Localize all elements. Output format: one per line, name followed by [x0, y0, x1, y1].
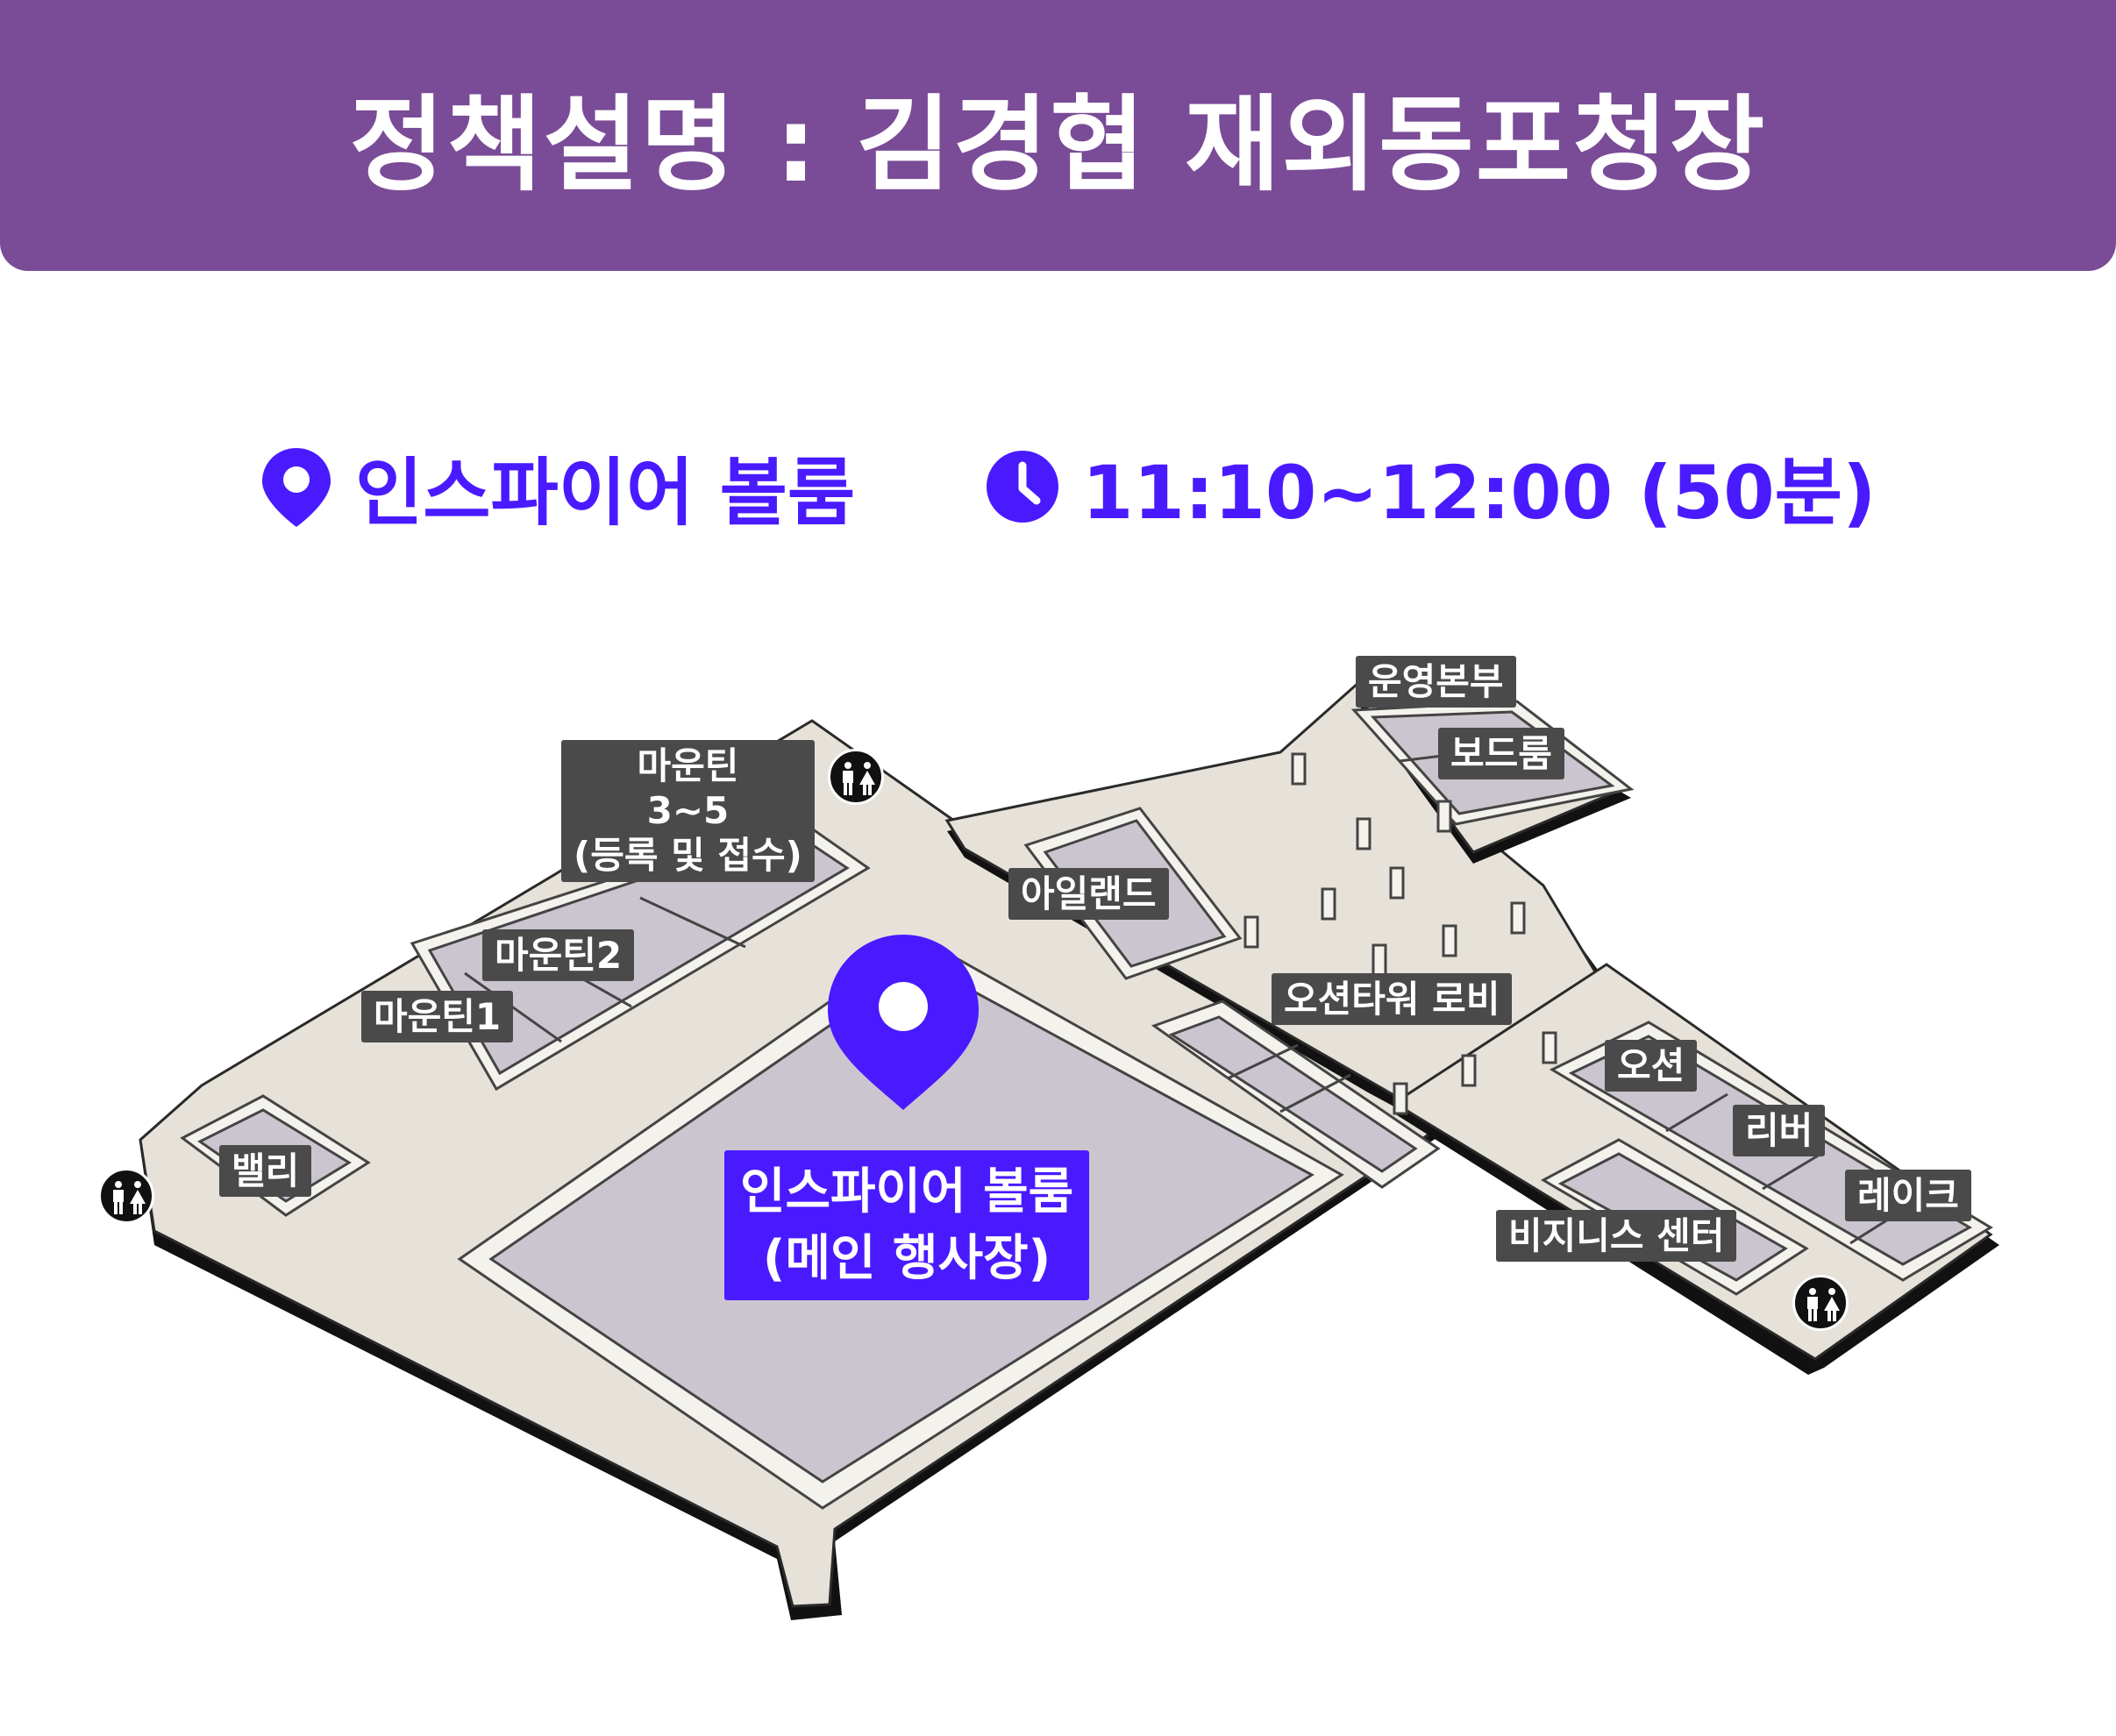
clock-icon: [987, 451, 1058, 523]
pillar: [1356, 817, 1371, 850]
pillar: [1542, 1031, 1557, 1064]
room-label-ocean[interactable]: 오션: [1605, 1040, 1698, 1092]
annex-divider: [1227, 1043, 1299, 1080]
pillar: [1321, 887, 1336, 921]
mountain-divider: [639, 896, 746, 949]
room-label-text: 아일랜드: [1021, 872, 1157, 915]
room-label-mountain-1[interactable]: 마운틴1: [361, 991, 514, 1043]
pillar: [1371, 943, 1387, 977]
page-title: 정책설명 : 김경협 재외동포청장: [349, 84, 1767, 205]
pillar: [1393, 1082, 1408, 1115]
restroom-icon[interactable]: [98, 1168, 154, 1224]
room-label-mountain-3-5[interactable]: 마운틴 3~5 (등록 및 접수): [561, 740, 815, 882]
room-label-text: 마운틴2: [495, 934, 623, 977]
room-label-ops-hq[interactable]: 운영본부: [1356, 656, 1516, 708]
annex-floor: [1168, 1015, 1418, 1173]
venue-pin-icon: [828, 935, 979, 1110]
pillar: [1510, 901, 1526, 935]
restroom-glyph-icon: [1807, 1288, 1840, 1321]
room-label-text: 마운틴 3~5 (등록 및 접수): [574, 744, 802, 878]
room-label-text: 오션: [1617, 1044, 1685, 1087]
pillar: [1442, 924, 1457, 957]
east-room-divider: [1762, 1150, 1825, 1191]
pillars: [1243, 752, 1557, 1115]
room-label-ocean-tower-lobby[interactable]: 오션타워 로비: [1272, 973, 1513, 1026]
event-location: 인스파이어 볼룸: [259, 438, 855, 536]
room-label-text: 레이크: [1857, 1174, 1959, 1217]
event-time: 11:10~12:00 (50분): [984, 438, 1876, 536]
annex-divider: [1279, 1073, 1351, 1113]
room-label-lake[interactable]: 레이크: [1845, 1170, 1971, 1222]
room-label-text: 리버: [1745, 1109, 1813, 1152]
room-label-business-center[interactable]: 비지니스 센터: [1496, 1210, 1737, 1263]
room-label-text: 비지니스 센터: [1508, 1214, 1725, 1257]
room-label-river[interactable]: 리버: [1733, 1105, 1826, 1157]
location-pin-icon: [262, 448, 331, 527]
room-label-boardroom[interactable]: 보드룸: [1438, 728, 1564, 780]
event-location-text: 인스파이어 볼룸: [355, 449, 856, 536]
pillar: [1436, 800, 1452, 833]
event-time-text: 11:10~12:00 (50분): [1082, 449, 1877, 536]
pillar: [1389, 866, 1405, 900]
room-label-ireland[interactable]: 아일랜드: [1008, 868, 1169, 921]
room-label-valley[interactable]: 밸리: [219, 1145, 312, 1198]
room-label-mountain-2[interactable]: 마운틴2: [482, 929, 635, 982]
east-room-divider: [1665, 1092, 1728, 1133]
room-label-text: 밸리: [232, 1149, 300, 1192]
restroom-icon[interactable]: [828, 749, 884, 805]
pillar: [1461, 1054, 1477, 1087]
restroom-icon[interactable]: [1792, 1275, 1849, 1331]
room-label-text: 마운틴1: [374, 995, 502, 1038]
restroom-glyph-icon: [113, 1181, 146, 1214]
pillar: [1291, 752, 1307, 786]
pillar: [1243, 915, 1259, 949]
room-label-text: 인스파이어 볼룸 (메인 행사장): [740, 1163, 1074, 1287]
room-label-text: 보드룸: [1450, 732, 1552, 775]
restroom-glyph-icon: [843, 762, 875, 795]
room-label-text: 운영본부: [1368, 660, 1504, 703]
room-label-text: 오션타워 로비: [1284, 978, 1500, 1021]
room-label-inspire-ballroom[interactable]: 인스파이어 볼룸 (메인 행사장): [724, 1150, 1090, 1301]
header-banner: 정책설명 : 김경협 재외동포청장: [0, 0, 2116, 271]
